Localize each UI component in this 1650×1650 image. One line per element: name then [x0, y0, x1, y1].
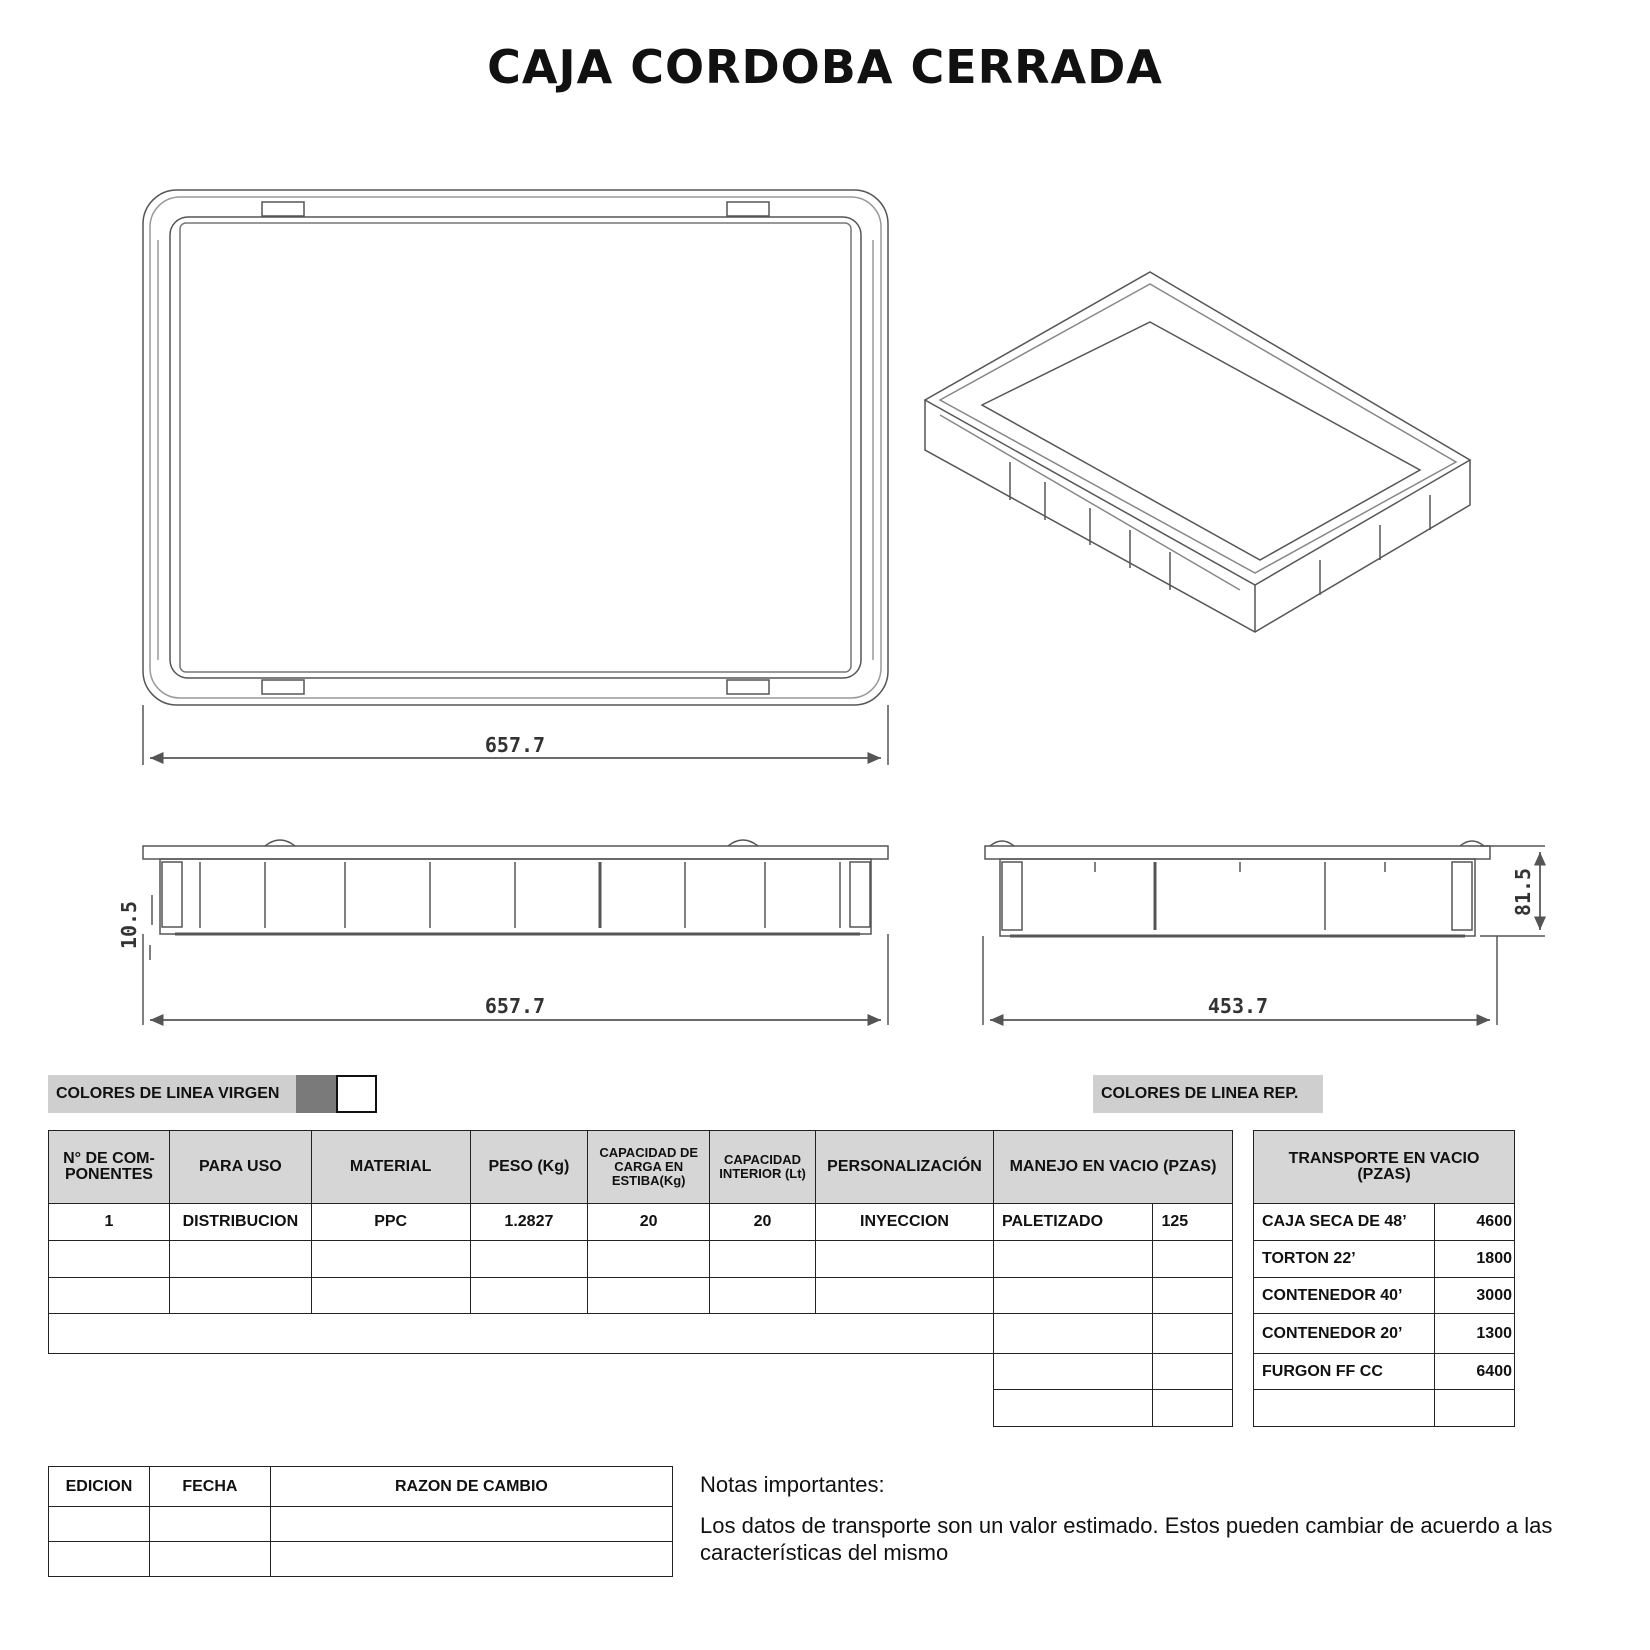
table-row — [48, 1541, 674, 1577]
top-width-dimension: 657.7 — [485, 733, 545, 757]
side-view-drawing — [142, 839, 889, 936]
header-transporte: TRANSPORTE EN VACIO (PZAS) — [1253, 1130, 1515, 1204]
table-row: 1 DISTRIBUCION PPC 1.2827 20 20 INYECCIO… — [48, 1203, 994, 1241]
cell-transporte-tipo: CONTENEDOR 40’ — [1252, 1277, 1436, 1314]
header-capacidad-interior: CAPACIDAD INTERIOR (Lt) — [709, 1130, 817, 1204]
header-material: MATERIAL — [310, 1130, 471, 1204]
cell-componentes: 1 — [48, 1203, 170, 1241]
header-para-uso: PARA USO — [168, 1130, 312, 1204]
table-row: CAJA SECA DE 48’ 4600 — [1252, 1203, 1515, 1241]
color-swatch-white — [336, 1075, 377, 1113]
end-view-drawing — [984, 840, 1491, 938]
table-row — [48, 1506, 674, 1542]
header-razon-cambio: RAZON DE CAMBIO — [269, 1466, 674, 1507]
notes-body: Los datos de transporte son un valor est… — [700, 1513, 1553, 1565]
cell-transporte-cantidad: 4600 — [1434, 1203, 1515, 1241]
header-capacidad-carga: CAPACIDAD DE CARGA EN ESTIBA(Kg) — [587, 1130, 711, 1204]
table-row: PALETIZADO 125 — [992, 1203, 1233, 1241]
cell-transporte-tipo: FURGON FF CC — [1252, 1353, 1436, 1390]
side-view-dimension — [142, 895, 889, 1026]
end-height-dimension: 81.5 — [1511, 868, 1535, 916]
cell-para-uso: DISTRIBUCION — [168, 1203, 312, 1241]
table-row: TORTON 22’ 1800 — [1252, 1240, 1515, 1278]
table-row — [48, 1313, 994, 1354]
cell-material: PPC — [310, 1203, 471, 1241]
cell-peso: 1.2827 — [469, 1203, 589, 1241]
top-view-drawing — [142, 189, 889, 706]
colores-rep-text: COLORES DE LINEA REP. — [1101, 1085, 1299, 1102]
cell-manejo-cantidad: 125 — [1152, 1203, 1233, 1241]
cell-transporte-cantidad: 1300 — [1434, 1313, 1515, 1354]
colores-virgen-text: COLORES DE LINEA VIRGEN — [56, 1085, 280, 1102]
manejo-table: MANEJO EN VACIO (PZAS) PALETIZADO 125 — [992, 1130, 1233, 1427]
side-width-dimension: 657.7 — [485, 994, 545, 1018]
cell-personalizacion: INYECCION — [815, 1203, 994, 1241]
table-row — [48, 1240, 994, 1278]
header-fecha: FECHA — [148, 1466, 271, 1507]
colores-rep-label: COLORES DE LINEA REP. — [1093, 1075, 1323, 1113]
header-componentes: N° DE COM- PONENTES — [48, 1130, 170, 1204]
color-swatch-gray — [296, 1075, 336, 1113]
colores-virgen-label: COLORES DE LINEA VIRGEN — [48, 1075, 296, 1113]
revision-table: EDICION FECHA RAZON DE CAMBIO — [48, 1466, 674, 1577]
top-view-dimension — [142, 705, 889, 765]
header-personalizacion: PERSONALIZACIÓN — [815, 1130, 994, 1204]
technical-drawings: 657.7 — [117, 189, 1546, 1026]
table-row: CONTENEDOR 20’ 1300 — [1252, 1313, 1515, 1354]
isometric-view-drawing — [923, 271, 1472, 633]
side-height-dimension: 10.5 — [117, 901, 141, 949]
header-manejo: MANEJO EN VACIO (PZAS) — [993, 1130, 1233, 1204]
table-row: CONTENEDOR 40’ 3000 — [1252, 1277, 1515, 1314]
notes-heading: Notas importantes: — [700, 1472, 885, 1497]
end-view-dimension — [982, 845, 1546, 1026]
cell-transporte-tipo: CAJA SECA DE 48’ — [1252, 1203, 1436, 1241]
header-edicion: EDICION — [48, 1466, 150, 1507]
cell-transporte-cantidad: 1800 — [1434, 1240, 1515, 1278]
header-peso: PESO (Kg) — [469, 1130, 589, 1204]
cell-transporte-cantidad: 6400 — [1434, 1353, 1515, 1390]
spec-table: N° DE COM- PONENTES PARA USO MATERIAL PE… — [48, 1130, 994, 1354]
transporte-table: TRANSPORTE EN VACIO (PZAS) CAJA SECA DE … — [1252, 1130, 1515, 1427]
table-row: FURGON FF CC 6400 — [1252, 1353, 1515, 1390]
cell-capacidad-interior: 20 — [709, 1203, 817, 1241]
cell-transporte-tipo: CONTENEDOR 20’ — [1252, 1313, 1436, 1354]
cell-capacidad-carga: 20 — [587, 1203, 711, 1241]
cell-transporte-cantidad: 3000 — [1434, 1277, 1515, 1314]
end-width-dimension: 453.7 — [1208, 994, 1268, 1018]
table-row — [48, 1277, 994, 1314]
page-title: CAJA CORDOBA CERRADA — [487, 40, 1163, 94]
cell-manejo-tipo: PALETIZADO — [992, 1203, 1154, 1241]
cell-transporte-tipo: TORTON 22’ — [1252, 1240, 1436, 1278]
